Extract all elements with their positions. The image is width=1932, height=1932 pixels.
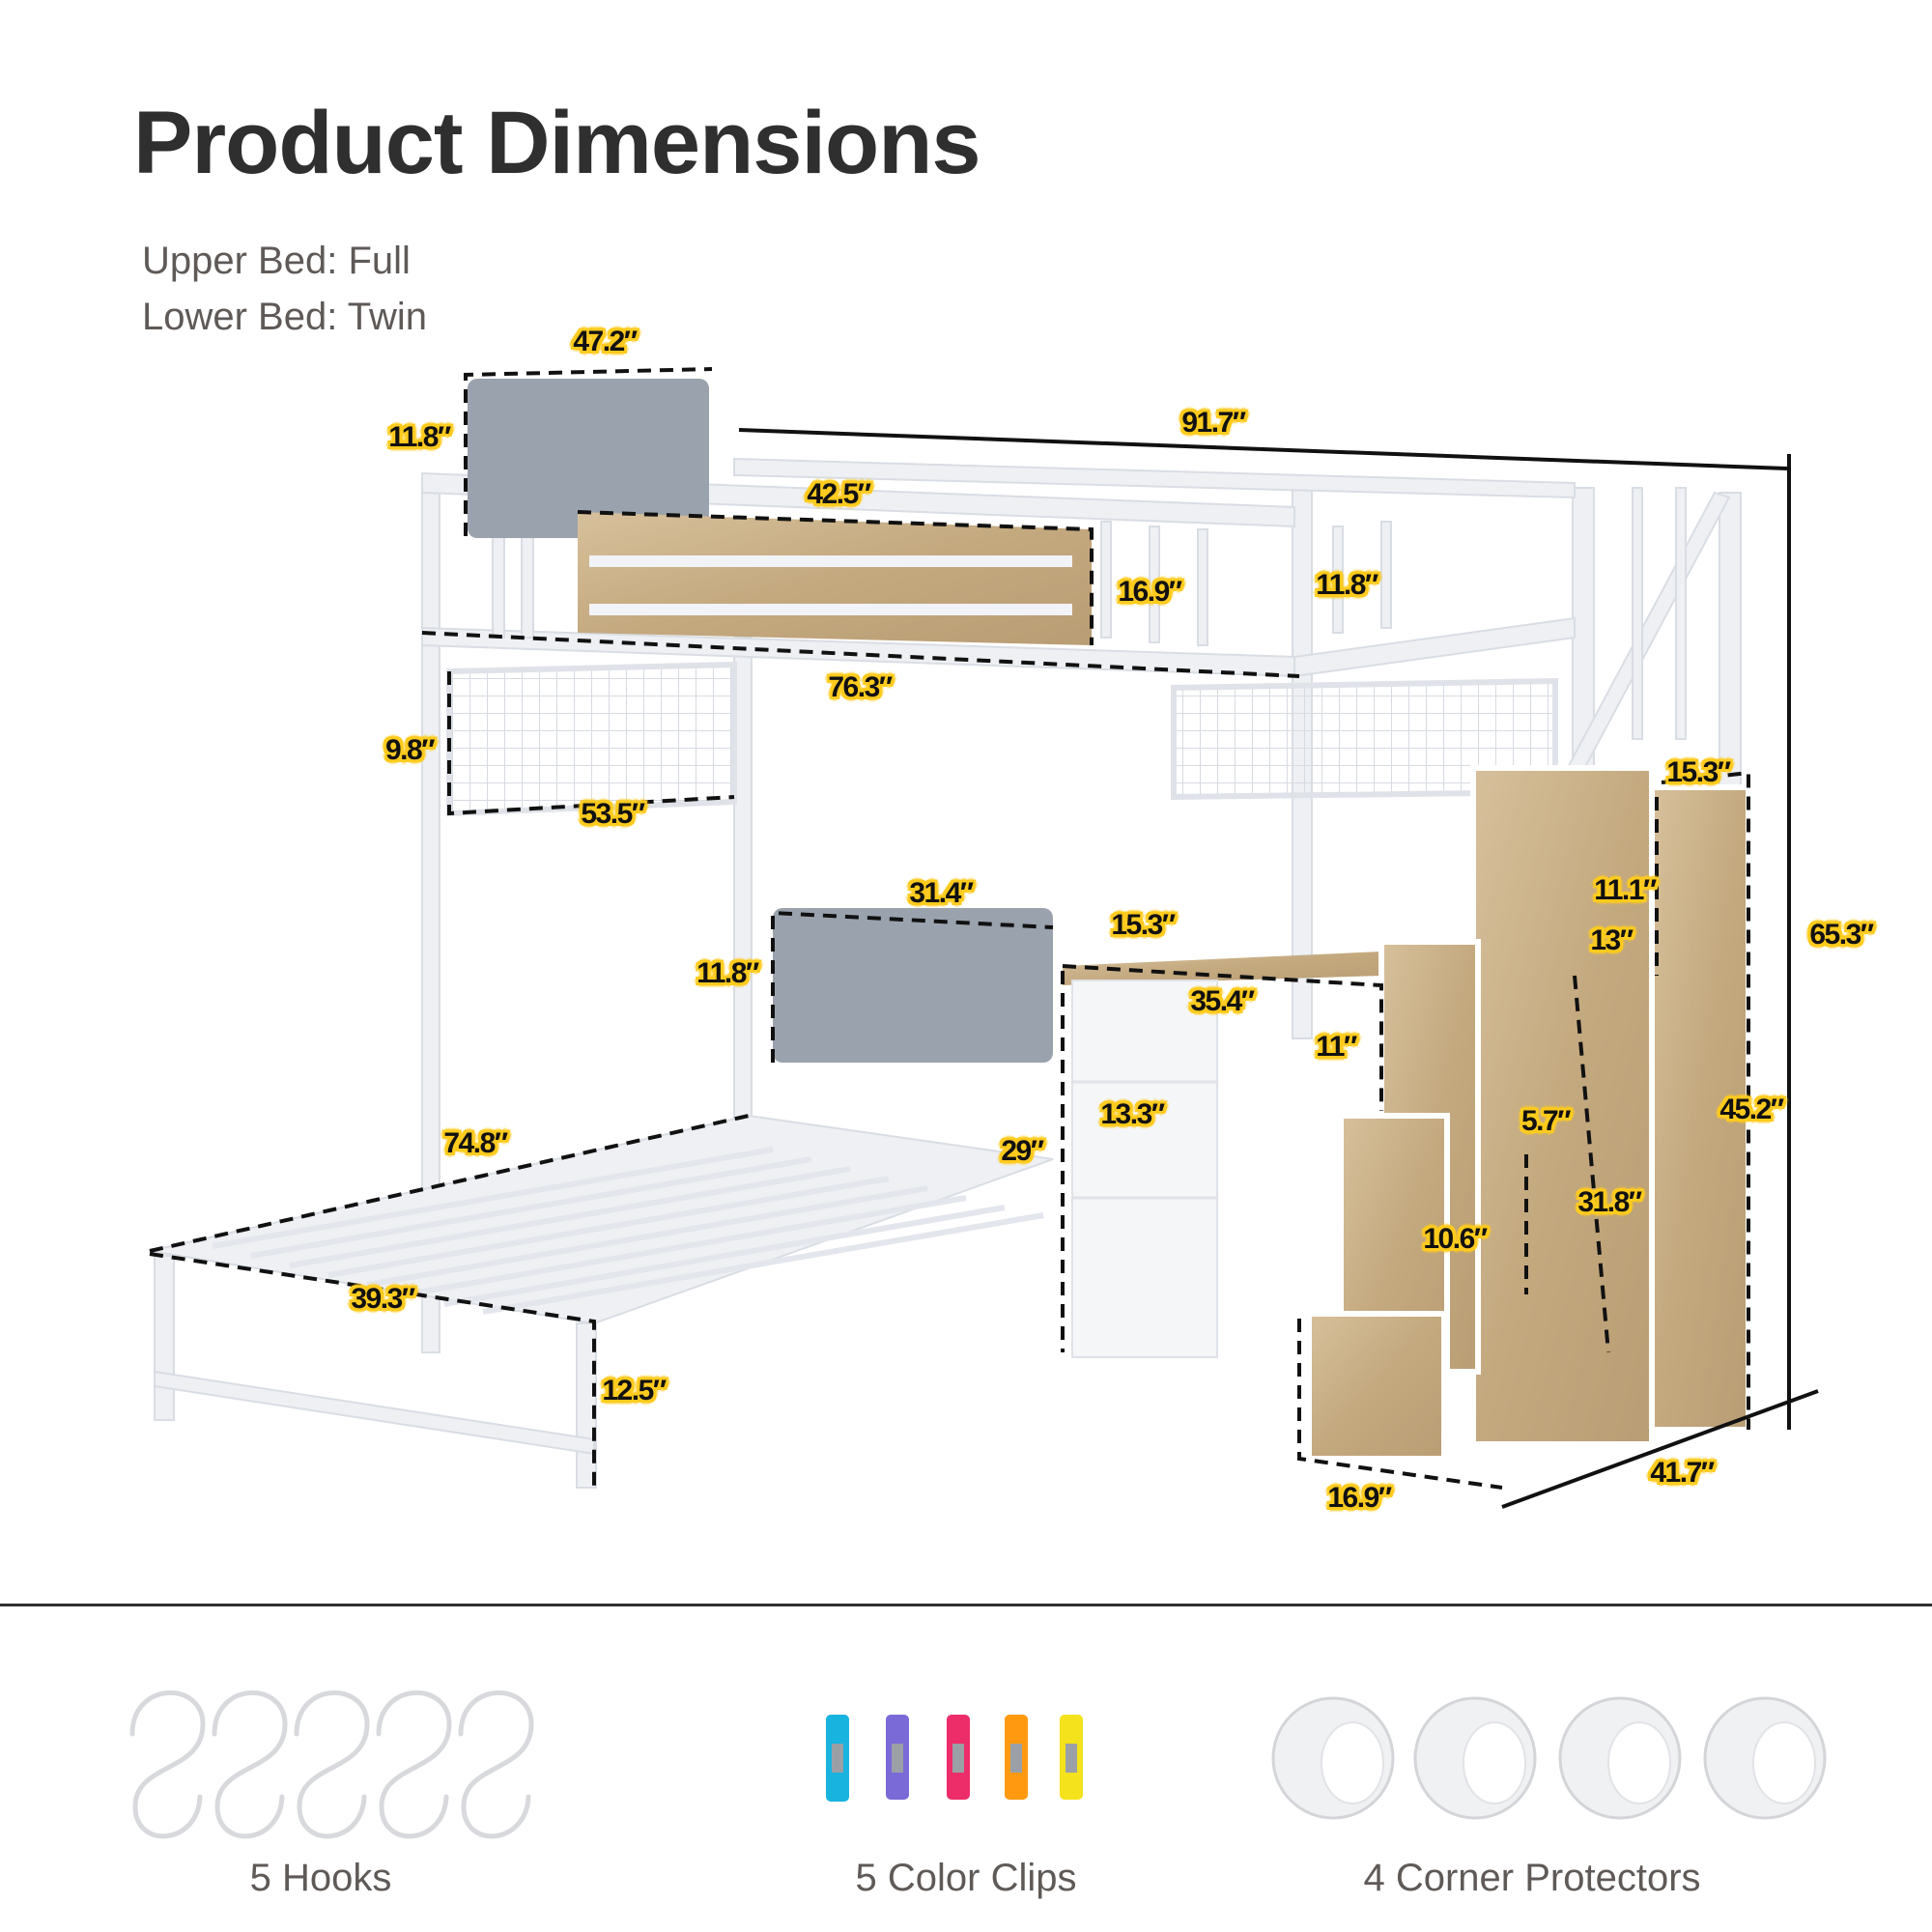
dim-stair-riser-upper: 11.1″ bbox=[1594, 874, 1657, 906]
dim-upper-bed-length: 76.3″ bbox=[828, 671, 893, 703]
corner-protector-icon bbox=[1271, 1696, 1827, 1820]
dim-desk-depth: 15.3″ bbox=[1111, 909, 1176, 941]
accessory-label-hooks: 5 Hooks bbox=[249, 1857, 392, 1899]
upper-bed-spec: Upper Bed: Full bbox=[142, 240, 411, 282]
dim-lower-headboard-height: 11.8″ bbox=[696, 957, 759, 989]
dim-lower-bed-length: 74.8″ bbox=[443, 1127, 508, 1159]
dim-overall-width: 41.7″ bbox=[1650, 1457, 1715, 1489]
loft-bed-illustration bbox=[149, 367, 1819, 1509]
dim-overall-height: 65.3″ bbox=[1809, 919, 1874, 951]
dim-drawer-height: 13.3″ bbox=[1100, 1098, 1165, 1130]
section-divider bbox=[0, 1604, 1932, 1606]
accessory-label-clips: 5 Color Clips bbox=[855, 1857, 1077, 1899]
dim-upper-headboard-width: 47.2″ bbox=[573, 326, 638, 357]
dim-stair-cabinet-height: 45.2″ bbox=[1719, 1094, 1784, 1125]
lower-bed-spec: Lower Bed: Twin bbox=[142, 296, 427, 338]
dim-lower-bed-height: 12.5″ bbox=[602, 1375, 667, 1406]
dim-grid-panel-height: 9.8″ bbox=[384, 734, 436, 766]
dim-stair-top-depth: 15.3″ bbox=[1666, 756, 1731, 788]
dim-stair-step-depth: 13″ bbox=[1590, 924, 1634, 956]
dim-upper-shelf-height: 16.9″ bbox=[1118, 576, 1182, 608]
dim-grid-panel-width: 53.5″ bbox=[581, 798, 645, 830]
dim-stair-bottom-width: 16.9″ bbox=[1327, 1482, 1392, 1514]
dim-upper-guardrail-height: 11.8″ bbox=[1316, 569, 1378, 601]
dim-desk-height: 29″ bbox=[1001, 1135, 1044, 1167]
page-title: Product Dimensions bbox=[133, 94, 981, 192]
dim-stair-riser-lower: 10.6″ bbox=[1423, 1223, 1488, 1255]
s-hook-icon bbox=[129, 1690, 534, 1839]
dim-lower-bed-width: 39.3″ bbox=[351, 1283, 415, 1315]
accessory-label-corner-protectors: 4 Corner Protectors bbox=[1363, 1857, 1701, 1899]
dim-lower-headboard-width: 31.4″ bbox=[909, 877, 974, 909]
dim-stair-mid-height: 31.8″ bbox=[1577, 1186, 1642, 1218]
color-clip-icon bbox=[826, 1715, 1083, 1802]
dim-upper-headboard-height: 11.8″ bbox=[388, 421, 451, 453]
dim-desk-clearance: 11″ bbox=[1316, 1031, 1357, 1063]
dim-upper-shelf-width: 42.5″ bbox=[807, 478, 871, 510]
dim-stair-step-small: 5.7″ bbox=[1520, 1105, 1572, 1137]
dim-desk-width: 35.4″ bbox=[1190, 985, 1255, 1017]
dim-overall-length: 91.7″ bbox=[1181, 407, 1246, 439]
